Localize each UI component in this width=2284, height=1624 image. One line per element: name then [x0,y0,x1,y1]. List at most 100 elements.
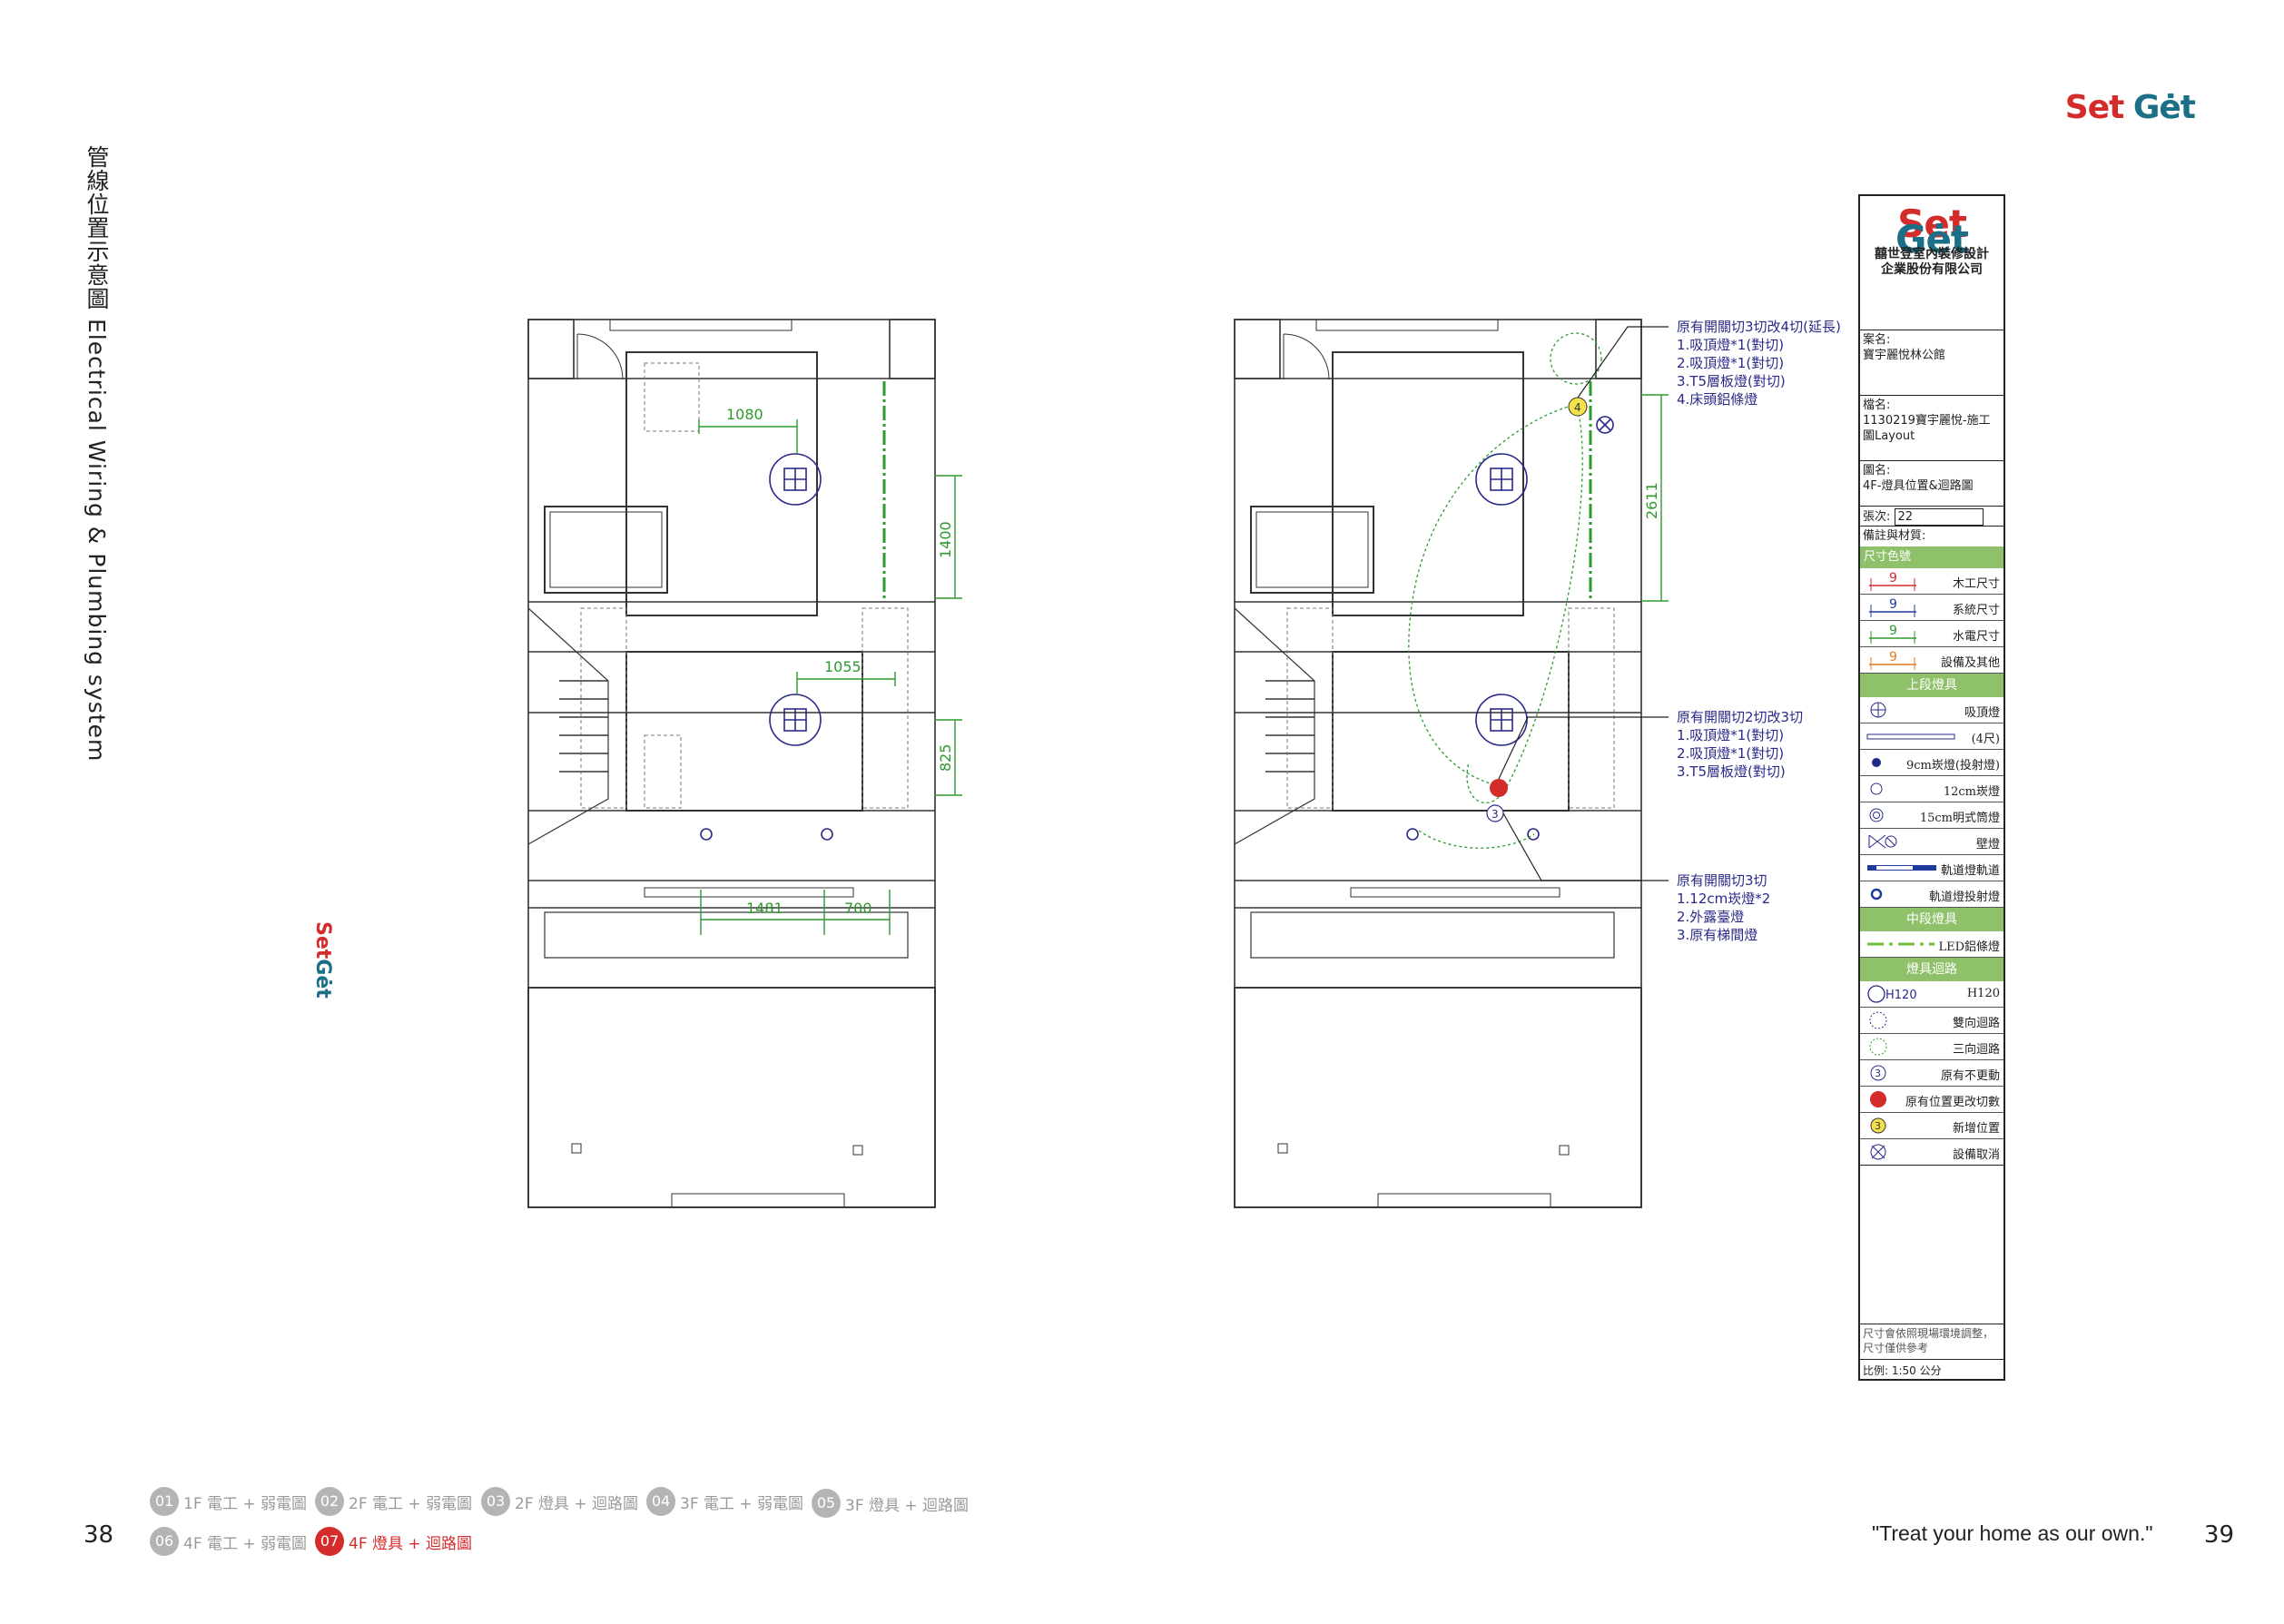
note-switch-middle-room: 原有開關切2切改3切 1.吸頂燈*1(對切) 2.吸頂燈*1(對切) 3.T5層… [1677,708,1803,781]
svg-text:9: 9 [1889,650,1897,664]
cylinder-light-icon [1869,808,1884,822]
svg-text:9: 9 [1889,624,1897,638]
changed-switch-marker [1490,779,1508,797]
dim-1400: 1400 [937,521,954,558]
sheet-value: 22 [1894,508,1984,526]
note-line: 1.12cm崁燈*2 [1677,891,1771,907]
legend-label: 新增位置 [1952,1122,2000,1136]
legend-cancel: 設備取消 [1860,1139,2003,1166]
changed-icon [1870,1091,1886,1107]
legend-dim-system: 9 系統尺寸 [1860,595,2003,621]
logo-get-text: Gėt [2132,89,2196,126]
company-name-1: 囍世登室內裝修設計 [1875,247,1989,261]
nav-label: 4F 電工 + 弱電圖 [183,1534,308,1553]
page-number-right: 39 [2203,1521,2234,1549]
legend-dim-equipment: 9 設備及其他 [1860,647,2003,674]
notes-label: 備註與材質: [1863,529,1926,543]
note-line: 3.T5層板燈(對切) [1677,763,1786,780]
three-way-circuit-icon [1869,1038,1887,1056]
wall-light-icon [1868,834,1897,849]
legend-new: 3 新增位置 [1860,1113,2003,1139]
marker-4-label: 4 [1574,401,1581,414]
note-line: 4.床頭鋁條燈 [1677,391,1758,408]
plan-outline [527,319,936,1208]
legend-label: 9cm崁燈(投射燈) [1905,759,2000,773]
note-line: 3.原有梯間燈 [1677,927,1758,943]
upper-lights-header: 上段燈具 [1860,674,2003,697]
side-logo-get: Gėt [311,959,334,999]
nav-label: 1F 電工 + 弱電圖 [183,1494,308,1513]
note-line: 1.吸頂燈*1(對切) [1677,727,1785,743]
note-line: 1.吸頂燈*1(對切) [1677,337,1785,353]
legend-label: 三向迴路 [1952,1043,2000,1057]
sheet-field: 張次: 22 [1860,507,2003,527]
led-strip-icon [1867,942,1935,946]
note-line: 2.吸頂燈*1(對切) [1677,355,1785,371]
logo-set-text: Set [2064,89,2125,126]
marker-3-label: 3 [1491,808,1499,821]
brand-logo: Set Gėt [2064,89,2196,126]
legend-label: H120 [1966,987,2000,1000]
dim-825: 825 [937,743,954,772]
file-label: 檔名: [1863,399,1891,412]
legend-h120: H120 H120 [1860,981,2003,1008]
legend-label: 軌道燈軌道 [1940,864,2000,878]
nav-number: 05 [812,1489,841,1518]
nav-label: 3F 燈具 + 迴路圖 [845,1496,970,1515]
note-line: 原有開關切3切改4切(延長) [1677,319,1841,335]
dim-2611: 2611 [1643,482,1660,519]
legend-label: 雙向迴路 [1952,1017,2000,1030]
side-logo: SetGėt [311,921,334,999]
legend-label: 原有不更動 [1940,1069,2000,1083]
dim-1055: 1055 [824,658,861,675]
drawing-value: 4F-燈具位置&迴路圖 [1863,479,1974,493]
drawing-label: 圖名: [1863,464,1891,477]
legend-label: 木工尺寸 [1952,577,2000,591]
nav-item-03[interactable]: 03 2F 燈具 + 迴路圖 [481,1487,638,1516]
legend-led-strip: LED鋁條燈 [1860,931,2003,958]
legend-label: LED鋁條燈 [1938,940,2000,954]
nav-number: 04 [646,1487,675,1516]
note-switch-stair: 原有開關切3切 1.12cm崁燈*2 2.外露臺燈 3.原有梯間燈 [1677,871,1770,944]
legend-label: 設備取消 [1952,1148,2000,1162]
note-line: 原有開關切2切改3切 [1677,709,1804,725]
nav-number: 03 [481,1487,510,1516]
legend-existing: 3 原有不更動 [1860,1060,2003,1087]
legend-dim-wood: 9 木工尺寸 [1860,568,2003,595]
legend-track-spot: 軌道燈投射燈 [1860,881,2003,908]
downlight-9cm-icon [1872,758,1881,767]
ceiling-light-icon [1475,453,1528,506]
company-name-2: 企業股份有限公司 [1881,262,1983,277]
nav-label: 2F 燈具 + 迴路圖 [515,1494,639,1513]
side-logo-set: Set [311,921,334,960]
t5-light-icon [1866,733,1955,740]
legend-ceiling-light: 吸頂燈 [1860,697,2003,723]
scale-label: 比例: 1:50 公分 [1863,1364,1942,1377]
dim-700: 700 [844,900,872,917]
svg-text:9: 9 [1889,597,1897,612]
svg-text:3: 3 [1875,1068,1881,1079]
sheet-label: 張次: [1863,510,1891,524]
dim-1481: 1481 [746,900,783,917]
legend-wall-light: 壁燈 [1860,829,2003,855]
track-icon [1867,865,1936,871]
footer-note: 尺寸會依照現場環境調整，尺寸僅供參考 [1860,1324,2003,1360]
case-label: 案名: [1863,333,1891,347]
note-line: 2.外露臺燈 [1677,909,1745,925]
ceiling-light-icon [769,694,822,746]
ceiling-light-icon [1870,702,1886,718]
legend-label: (4尺) [1971,733,2000,746]
legend-dim-mep: 9 水電尺寸 [1860,621,2003,647]
tb-logo-get: Gėt [1895,217,1969,261]
legend-changed: 原有位置更改切數 [1860,1087,2003,1113]
title-block-brand: Set Gėt 囍世登室內裝修設計 企業股份有限公司 [1860,196,2003,330]
case-value: 寶宇麗悅林公館 [1863,349,1946,362]
svg-text:3: 3 [1875,1120,1881,1132]
nav-number: 06 [150,1527,179,1556]
